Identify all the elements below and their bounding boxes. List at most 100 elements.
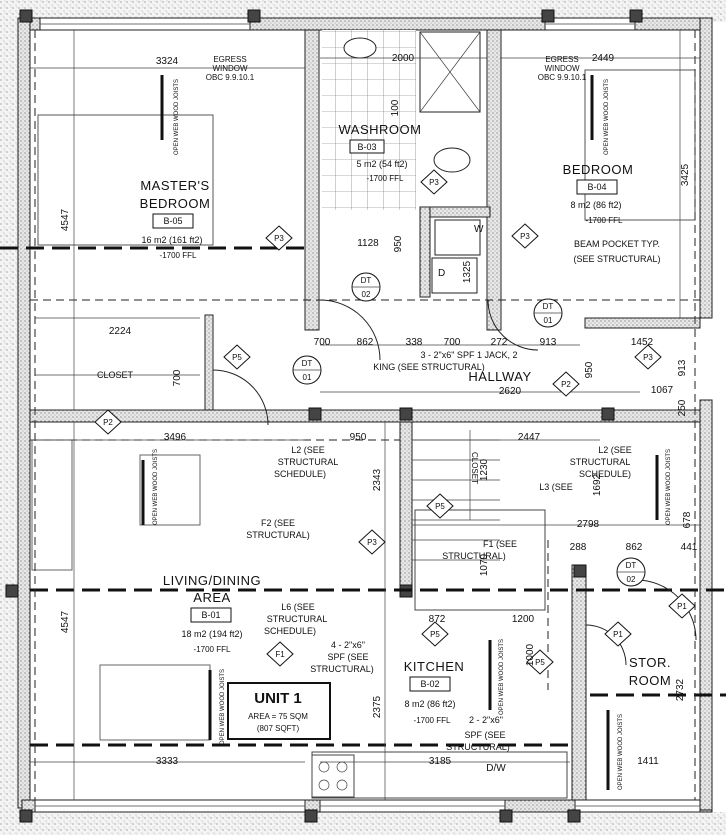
tag-p2-1: P2: [552, 371, 580, 397]
tag-p3-2: P3: [420, 169, 448, 195]
svg-text:OPEN WEB WOOD JOISTS: OPEN WEB WOOD JOISTS: [174, 79, 180, 155]
dim-1692: 1692: [592, 473, 603, 496]
exterior-wall-right-lower: [699, 399, 713, 811]
dim-3496: 3496: [164, 432, 187, 443]
room-kitchen-area: 8 m2 (86 ft2): [404, 699, 455, 709]
note-f2a: F2 (SEE: [261, 518, 295, 528]
dim-1070: 1070: [479, 553, 490, 576]
exterior-wall-left: [17, 17, 31, 809]
svg-text:P5: P5: [430, 630, 440, 639]
dim-338: 338: [406, 337, 423, 348]
dim-700-a: 700: [314, 337, 331, 348]
note-spf-2: KING (SEE STRUCTURAL): [373, 362, 485, 372]
note-beam-pocket-1: BEAM POCKET TYP.: [574, 239, 660, 249]
dim-4547-bottom: 4547: [60, 610, 71, 633]
dim-2000: 2000: [392, 53, 415, 64]
room-kitchen-code: B-02: [420, 679, 439, 689]
svg-text:P1: P1: [677, 602, 687, 611]
egress-2-line1: EGRESS: [545, 55, 578, 64]
egress-1-line1: EGRESS: [213, 55, 246, 64]
joist-label-6: OPEN WEB WOOD JOISTS: [488, 639, 505, 715]
tag-p3-3: P3: [511, 223, 539, 249]
note-f1b: STRUCTURAL): [442, 551, 506, 561]
svg-text:P5: P5: [535, 658, 545, 667]
bedroom-bed: [584, 69, 696, 221]
dining-table: [99, 664, 211, 741]
egress-2-line3: OBC 9.9.10.1: [538, 73, 587, 82]
wall-bedroom-bottom: [584, 317, 701, 329]
svg-text:P3: P3: [367, 538, 377, 547]
note-l2-1b: STRUCTURAL: [278, 457, 339, 467]
tag-p1-2: P1: [604, 621, 632, 647]
dim-950-c: 950: [350, 432, 367, 443]
joist-label-7: OPEN WEB WOOD JOISTS: [606, 710, 624, 790]
dim-1325: 1325: [462, 260, 473, 283]
room-living-code: B-01: [201, 610, 220, 620]
wall-laundry-left: [419, 206, 431, 298]
unit-sqft: (807 SQFT): [257, 724, 300, 733]
room-living-ffl: -1700 FFL: [194, 645, 231, 654]
laundry-d-label: D: [438, 268, 445, 279]
room-master-code: B-05: [163, 216, 182, 226]
dim-100-a: 100: [390, 99, 401, 116]
room-master-name2: BEDROOM: [140, 196, 211, 211]
note-l6b: STRUCTURAL: [267, 614, 328, 624]
joist-label-2: OPEN WEB WOOD JOISTS: [590, 75, 610, 155]
room-washroom-ffl: -1700 FFL: [367, 174, 404, 183]
dim-1230: 1230: [479, 458, 490, 481]
svg-text:02: 02: [362, 290, 371, 299]
svg-text:F1: F1: [275, 650, 285, 659]
svg-text:P3: P3: [429, 178, 439, 187]
dim-862-a: 862: [357, 337, 374, 348]
dim-2447: 2447: [518, 432, 541, 443]
master-bed: [37, 114, 214, 246]
wall-washroom-right: [486, 29, 502, 331]
room-master-area: 16 m2 (161 ft2): [141, 235, 202, 245]
room-master-ffl: -1700 FFL: [160, 251, 197, 260]
foundation-bottom: [0, 812, 726, 835]
wall-closet2-left: [399, 421, 413, 593]
note-spf2c: STRUCTURAL): [446, 742, 510, 752]
svg-text:P5: P5: [232, 353, 242, 362]
laundry-d: [431, 257, 478, 294]
dim-2620: 2620: [499, 386, 522, 397]
svg-text:P3: P3: [274, 234, 284, 243]
dim-288: 288: [570, 542, 587, 553]
note-spf4c: STRUCTURAL): [310, 664, 374, 674]
sink: [343, 37, 377, 59]
svg-text:02: 02: [627, 575, 636, 584]
dim-1411: 1411: [637, 756, 659, 767]
wall-storage-left: [571, 564, 587, 801]
sofa: [31, 439, 73, 571]
svg-text:P3: P3: [643, 353, 653, 362]
dim-2798: 2798: [577, 519, 600, 530]
note-l2-1a: L2 (SEE: [291, 445, 325, 455]
dim-272: 272: [491, 337, 508, 348]
room-hallway-name: HALLWAY: [468, 369, 531, 384]
dim-872: 872: [429, 614, 446, 625]
room-storage-name2: ROOM: [629, 673, 671, 688]
egress-2-line2: WINDOW: [544, 64, 580, 73]
svg-text:OPEN WEB WOOD JOISTS: OPEN WEB WOOD JOISTS: [666, 449, 672, 525]
dim-4547-top: 4547: [60, 208, 71, 231]
svg-text:P5: P5: [435, 502, 445, 511]
dim-1067: 1067: [651, 385, 674, 396]
dim-3425: 3425: [680, 163, 691, 186]
dim-678: 678: [682, 511, 693, 528]
dim-2224: 2224: [109, 326, 132, 337]
room-kitchen-name: KITCHEN: [404, 659, 465, 674]
dim-1128: 1128: [357, 238, 379, 249]
room-bedroom-ffl: -1700 FFL: [586, 216, 623, 225]
tag-f1: F1: [266, 641, 294, 667]
note-l2-2b: STRUCTURAL: [570, 457, 631, 467]
tag-p5-4: P5: [526, 649, 554, 675]
note-spf2b: SPF (SEE: [464, 730, 505, 740]
svg-text:OPEN WEB WOOD JOISTS: OPEN WEB WOOD JOISTS: [499, 639, 505, 715]
washroom-tile-floor: [322, 30, 416, 210]
dim-700-c: 700: [172, 369, 183, 386]
room-bedroom-name: BEDROOM: [563, 162, 634, 177]
